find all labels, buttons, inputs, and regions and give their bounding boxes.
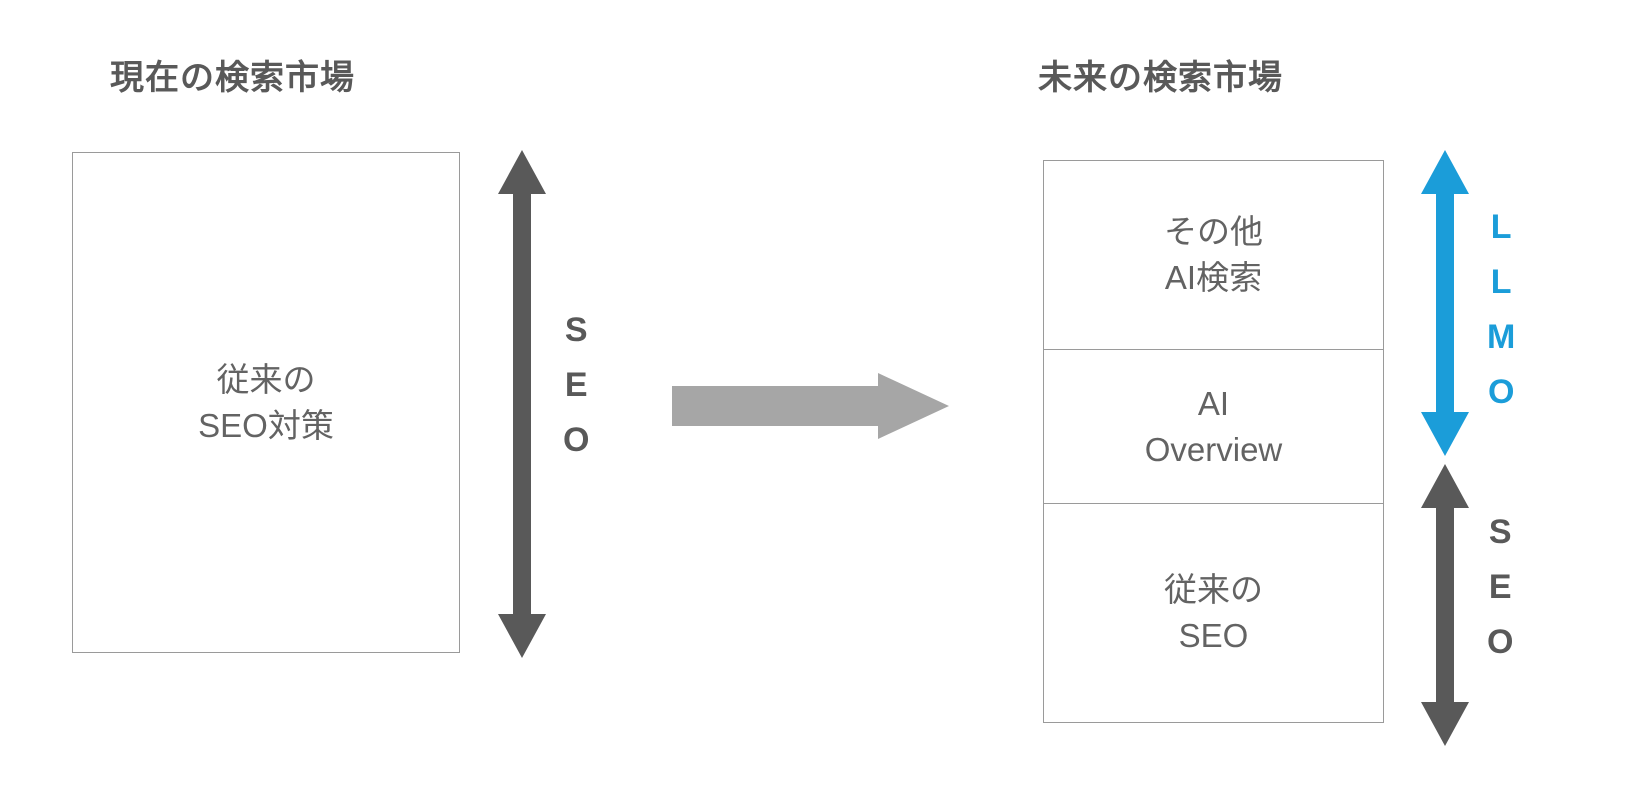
box-current-seo: 従来の SEO対策	[72, 152, 460, 653]
label-seo-right: S E O	[1487, 505, 1513, 670]
label-seo-right-letter-1: S	[1488, 513, 1512, 551]
box-traditional-seo: 従来の SEO	[1043, 503, 1384, 723]
box-other-ai-search: その他 AI検索	[1043, 160, 1384, 350]
label-seo-left-letter-1: S	[564, 311, 588, 349]
box-current-seo-line-2: SEO対策	[198, 406, 334, 444]
label-llmo-letter-4: O	[1487, 373, 1515, 412]
box-ai-overview-line-2: Overview	[1144, 430, 1283, 468]
box-traditional-seo-line-2: SEO	[1178, 617, 1249, 654]
box-ai-overview: AI Overview	[1043, 349, 1384, 504]
label-llmo-letter-3: M	[1487, 318, 1516, 357]
label-seo-right-letter-3: O	[1487, 623, 1514, 662]
page-title-future-market: 未来の検索市場	[1038, 59, 1283, 97]
seo-scale-arrow-left	[498, 150, 546, 658]
box-traditional-seo-line-1: 従来の	[1164, 571, 1263, 609]
seo-scale-arrow-right	[1421, 464, 1469, 746]
label-llmo-letter-1: L	[1490, 208, 1512, 246]
label-llmo: L L M O	[1487, 200, 1515, 420]
box-ai-overview-line-1: AI	[1197, 384, 1230, 422]
label-seo-left-letter-3: O	[563, 421, 590, 460]
label-seo-left-letter-2: E	[564, 366, 588, 405]
box-other-ai-search-line-1: その他	[1164, 213, 1263, 251]
box-other-ai-search-line-2: AI検索	[1164, 259, 1263, 296]
label-seo-left: S E O	[563, 303, 589, 468]
llmo-scale-arrow	[1421, 150, 1469, 456]
label-llmo-letter-2: L	[1490, 263, 1512, 302]
label-seo-right-letter-2: E	[1488, 568, 1512, 607]
page-title-current-market: 現在の検索市場	[110, 59, 355, 97]
transition-arrow	[672, 373, 949, 439]
box-current-seo-line-1: 従来の	[216, 360, 316, 398]
